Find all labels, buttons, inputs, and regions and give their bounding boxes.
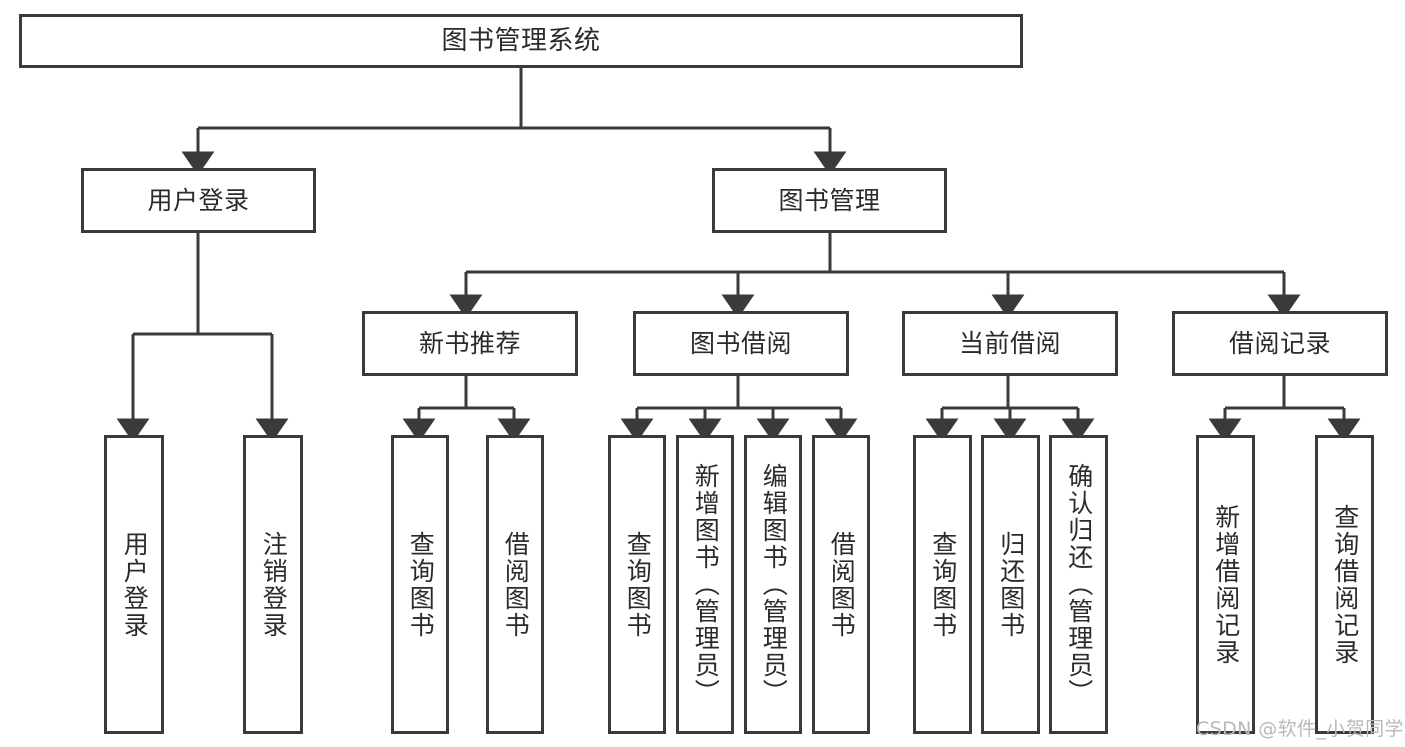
leaf-query-book-recommend[interactable]: 查询图书 [391,435,449,734]
node-label: 借阅记录 [1228,328,1331,358]
node-label: 归还图书 [996,530,1026,639]
node-user-login[interactable]: 用户登录 [81,168,316,233]
node-root-system[interactable]: 图书管理系统 [19,14,1023,68]
leaf-lend-book[interactable]: 借阅图书 [812,435,870,734]
node-label: 查询图书 [928,530,958,639]
node-label: 图书管理系统 [441,25,601,56]
node-label: 新书推荐 [418,328,521,358]
node-book-borrow[interactable]: 图书借阅 [633,311,849,376]
node-label: 借阅图书 [501,530,531,639]
node-label: 新增图书（管理员） [691,463,721,706]
leaf-user-login[interactable]: 用户登录 [104,435,164,734]
node-borrow-records[interactable]: 借阅记录 [1172,311,1388,376]
node-label: 图书管理 [778,185,881,215]
node-label: 当前借阅 [958,328,1061,358]
node-label: 确认归还（管理员） [1064,463,1094,706]
leaf-query-borrow-record[interactable]: 查询借阅记录 [1315,435,1374,734]
leaf-borrow-book-recommend[interactable]: 借阅图书 [486,435,544,734]
node-label: 查询图书 [623,530,653,639]
node-label: 用户登录 [147,185,250,215]
leaf-logout[interactable]: 注销登录 [243,435,303,734]
leaf-query-book-current[interactable]: 查询图书 [913,435,972,734]
node-label: 借阅图书 [827,530,857,639]
node-label: 用户登录 [120,530,150,639]
node-label: 编辑图书（管理员） [759,463,789,706]
node-label: 注销登录 [259,530,289,639]
leaf-return-book[interactable]: 归还图书 [981,435,1040,734]
leaf-edit-book-admin[interactable]: 编辑图书（管理员） [744,435,802,734]
leaf-query-book-borrow[interactable]: 查询图书 [608,435,666,734]
node-book-management[interactable]: 图书管理 [712,168,947,233]
node-new-book-recommend[interactable]: 新书推荐 [362,311,578,376]
node-label: 新增借阅记录 [1211,503,1241,666]
node-label: 查询借阅记录 [1330,503,1360,666]
node-label: 图书借阅 [689,328,792,358]
node-label: 查询图书 [406,530,436,639]
leaf-add-borrow-record[interactable]: 新增借阅记录 [1196,435,1255,734]
node-current-borrow[interactable]: 当前借阅 [902,311,1118,376]
leaf-confirm-return-admin[interactable]: 确认归还（管理员） [1049,435,1108,734]
leaf-add-book-admin[interactable]: 新增图书（管理员） [676,435,734,734]
